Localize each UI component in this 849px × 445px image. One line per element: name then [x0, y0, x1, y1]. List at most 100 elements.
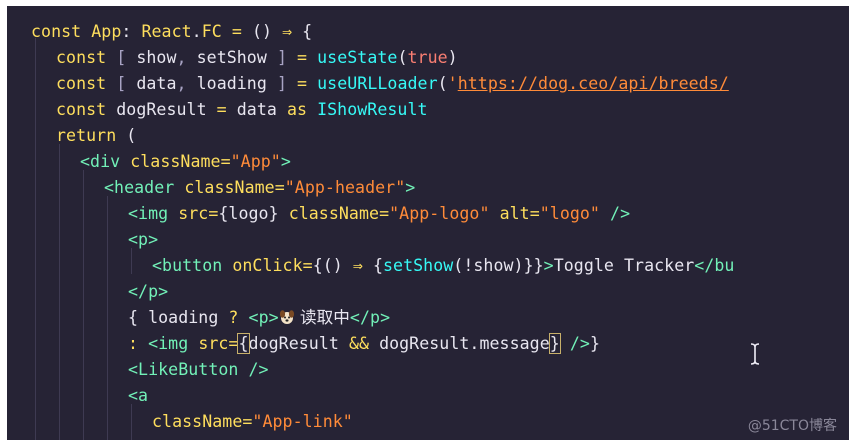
code-token: {()	[312, 256, 353, 275]
code-token: [	[116, 48, 137, 67]
code-token: <	[128, 360, 139, 379]
code-token: onClick	[232, 256, 303, 275]
code-line[interactable]: <div className="App">	[80, 149, 291, 175]
code-token: img	[158, 334, 199, 353]
code-token: p	[148, 282, 159, 301]
code-token: <	[80, 152, 91, 171]
indent-guide	[35, 38, 36, 440]
code-token: (!show)}}	[453, 256, 544, 275]
dog-emoji-icon	[279, 307, 295, 324]
code-token: =	[379, 204, 390, 223]
code-token: <	[152, 256, 163, 275]
code-token	[560, 334, 570, 353]
code-line[interactable]: const [ show, setShow ] = useState(true)	[56, 45, 458, 71]
code-token: :	[121, 22, 142, 41]
code-token: =	[221, 22, 252, 41]
code-token: {	[372, 256, 383, 275]
code-line[interactable]: { loading ? <p> 读取中</p>	[128, 305, 390, 331]
code-token: :	[128, 334, 149, 353]
code-token: {	[302, 22, 313, 41]
code-token: header	[114, 178, 185, 197]
code-token: src	[198, 334, 229, 353]
code-token: />	[569, 334, 590, 353]
code-token: setShow	[196, 48, 267, 67]
code-token: Toggle Tracker	[553, 256, 695, 275]
code-token: >	[405, 178, 416, 197]
code-token: loading	[148, 308, 219, 327]
code-token: {	[128, 308, 149, 327]
code-token: =	[297, 74, 318, 93]
code-token: =	[206, 100, 237, 119]
code-token: loading	[196, 74, 267, 93]
code-line[interactable]: return (	[56, 123, 136, 149]
code-line[interactable]: const dogResult = data as IShowResult	[56, 97, 428, 123]
indent-guide	[107, 196, 108, 440]
code-token: <	[128, 230, 139, 249]
code-token: div	[90, 152, 131, 171]
code-token: >	[280, 152, 291, 171]
code-token: https://dog.ceo/api/breeds/	[457, 74, 729, 93]
code-token: show	[136, 48, 177, 67]
code-token: as	[276, 100, 318, 119]
code-line[interactable]: <header className="App-header">	[104, 175, 415, 201]
code-token: >	[148, 230, 159, 249]
code-token: }	[548, 333, 561, 354]
code-token: alt	[499, 204, 530, 223]
watermark: @51CTO博客	[747, 418, 837, 434]
code-token: const	[56, 74, 117, 93]
code-token: <	[128, 386, 139, 405]
code-line[interactable]: <img src={logo} className="App-logo" alt…	[128, 201, 630, 227]
code-token: >	[543, 256, 554, 275]
code-token: true	[407, 48, 448, 67]
code-token: =	[220, 152, 231, 171]
code-token: data	[236, 100, 277, 119]
code-token: =	[274, 178, 285, 197]
code-line[interactable]: <a	[128, 383, 148, 409]
text-cursor-icon	[750, 343, 760, 365]
code-token: React	[141, 22, 192, 41]
code-token: "App-logo"	[389, 204, 500, 223]
code-token: FC	[201, 22, 222, 41]
code-token: a	[138, 386, 149, 405]
code-token: )	[447, 48, 458, 67]
code-line[interactable]: <p>	[128, 227, 158, 253]
code-token: (	[437, 74, 448, 93]
code-token: ]	[266, 74, 298, 93]
code-editor[interactable]: const App: React.FC = () ⇒ { const [ sho…	[7, 6, 849, 440]
code-token: <	[248, 308, 259, 327]
code-token: </	[694, 256, 715, 275]
code-line[interactable]: : <img src={dogResult && dogResult.messa…	[128, 331, 600, 357]
indent-guide	[131, 248, 132, 274]
code-token: >	[158, 282, 169, 301]
code-line[interactable]: className="App-link"	[152, 409, 353, 435]
code-token: "App-link"	[252, 412, 353, 431]
code-token: p	[370, 308, 381, 327]
code-token: const	[56, 100, 117, 119]
code-token: dogResult	[248, 334, 349, 353]
code-token: <	[148, 334, 159, 353]
code-line[interactable]: const App: React.FC = () ⇒ {	[31, 19, 312, 45]
code-token: (	[126, 126, 137, 145]
code-token: className	[184, 178, 275, 197]
code-token: />	[248, 360, 269, 379]
code-token: ()	[251, 22, 283, 41]
code-token: <	[104, 178, 115, 197]
code-token: ?	[218, 308, 249, 327]
code-line[interactable]: <LikeButton />	[128, 357, 269, 383]
code-token: .	[191, 22, 202, 41]
code-token: dogResult	[116, 100, 207, 119]
code-token: IShowResult	[317, 100, 428, 119]
code-token: ]	[266, 48, 298, 67]
code-token: const	[56, 48, 117, 67]
code-token: 读取中	[294, 308, 350, 327]
code-token: const	[31, 22, 92, 41]
code-token: (	[397, 48, 408, 67]
code-line[interactable]: const [ data, loading ] = useURLLoader('…	[56, 71, 729, 97]
code-line[interactable]: </p>	[128, 279, 168, 305]
code-line[interactable]: <button onClick={() ⇒ {setShow(!show)}}>…	[152, 253, 734, 279]
code-token: =	[242, 412, 253, 431]
code-token: ,	[176, 74, 197, 93]
code-token: ⇒	[282, 22, 303, 41]
indent-guide	[83, 170, 84, 440]
code-token: >	[380, 308, 391, 327]
